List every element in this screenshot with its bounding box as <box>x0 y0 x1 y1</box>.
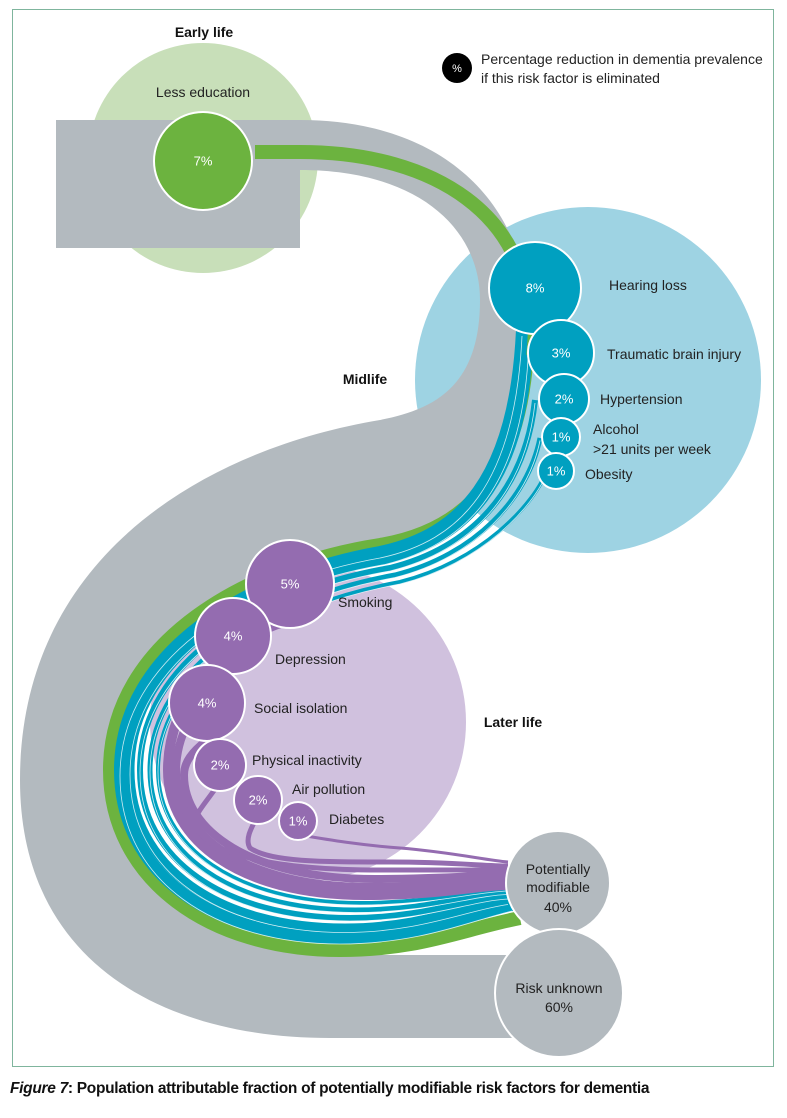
later-life-flow-5 <box>299 833 509 864</box>
risk-factor-bubbles: 7% Less education 8% Hearing loss 3% Traumati… <box>153 84 741 841</box>
bubble-value-diabetes: 1% <box>289 814 308 829</box>
bubble-value-air-pollution: 2% <box>249 793 268 808</box>
bubble-value-social-isolation: 4% <box>198 696 217 711</box>
factor-label-smoking: Smoking <box>338 594 392 610</box>
midlife-flow-1 <box>125 354 533 933</box>
potentially-modifiable-value: 40% <box>544 899 572 915</box>
bubble-value-traumatic-brain-injury: 3% <box>552 346 571 361</box>
midlife-flow-sep-3 <box>149 440 541 913</box>
midlife-flow-sep-1 <box>129 359 529 933</box>
bubble-value-obesity: 1% <box>547 464 566 479</box>
factor-label-diabetes: Diabetes <box>329 811 384 827</box>
factor-label-traumatic-brain-injury: Traumatic brain injury <box>607 346 741 362</box>
caption-text: : Population attributable fraction of po… <box>67 1080 650 1097</box>
factor-label-hypertension: Hypertension <box>600 391 683 407</box>
bubble-value-smoking: 5% <box>281 577 300 592</box>
legend-line-1: Percentage reduction in dementia prevale… <box>481 51 763 67</box>
bubble-value-less-education: 7% <box>194 154 213 169</box>
stage-label-late: Later life <box>484 714 543 730</box>
legend-line-2: if this risk factor is eliminated <box>481 70 660 86</box>
bubble-value-depression: 4% <box>224 629 243 644</box>
bubble-air-pollution <box>233 775 283 825</box>
bubble-smoking <box>245 539 335 629</box>
bubble-diabetes <box>278 801 318 841</box>
later-life-flow-3 <box>193 780 508 873</box>
potentially-modifiable-label-2: modifiable <box>526 879 590 895</box>
potentially-modifiable-label: Potentially <box>526 861 591 877</box>
midlife-flow-0 <box>113 329 528 945</box>
bubble-value-alcohol: 1% <box>552 430 571 445</box>
factor-label-alcohol: Alcohol <box>593 421 639 437</box>
factor-label-obesity: Obesity <box>585 466 632 482</box>
midlife-flow-sep-2 <box>139 402 536 922</box>
bubble-less-education <box>153 111 253 211</box>
factor-label-air-pollution: Air pollution <box>292 781 365 797</box>
bubble-value-hearing-loss: 8% <box>526 281 545 296</box>
bubble-value-physical-inactivity: 2% <box>211 758 230 773</box>
legend-percent-symbol: % <box>452 63 462 75</box>
later-life-flows <box>162 615 509 901</box>
factor-label-less-education: Less education <box>156 84 250 100</box>
stage-label-early: Early life <box>175 24 234 40</box>
risk-unknown-label: Risk unknown <box>515 980 602 996</box>
bubble-obesity <box>537 452 575 490</box>
caption-figure-number: Figure 7 <box>10 1080 68 1097</box>
bubble-physical-inactivity <box>193 738 247 792</box>
figure-frame <box>12 9 774 1067</box>
risk-unknown-circle <box>494 928 624 1058</box>
factor-label-depression: Depression <box>275 651 346 667</box>
risk-unknown-value: 60% <box>545 999 573 1015</box>
midlife-flow-sep-0 <box>119 335 523 945</box>
factor-label-hearing-loss: Hearing loss <box>609 277 687 293</box>
bubble-value-hypertension: 2% <box>555 392 574 407</box>
factor-label-2-alcohol: >21 units per week <box>593 441 712 457</box>
midlife-flows <box>113 329 550 945</box>
figure-caption: Figure 7: Population attributable fracti… <box>10 1080 650 1098</box>
later-life-flow-4 <box>245 813 509 869</box>
midlife-flow-sep-4 <box>157 469 549 906</box>
stage-label-mid: Midlife <box>343 371 388 387</box>
factor-label-social-isolation: Social isolation <box>254 700 347 716</box>
bubble-social-isolation <box>168 664 246 742</box>
factor-label-physical-inactivity: Physical inactivity <box>252 752 362 768</box>
legend-percent-icon <box>442 53 472 83</box>
